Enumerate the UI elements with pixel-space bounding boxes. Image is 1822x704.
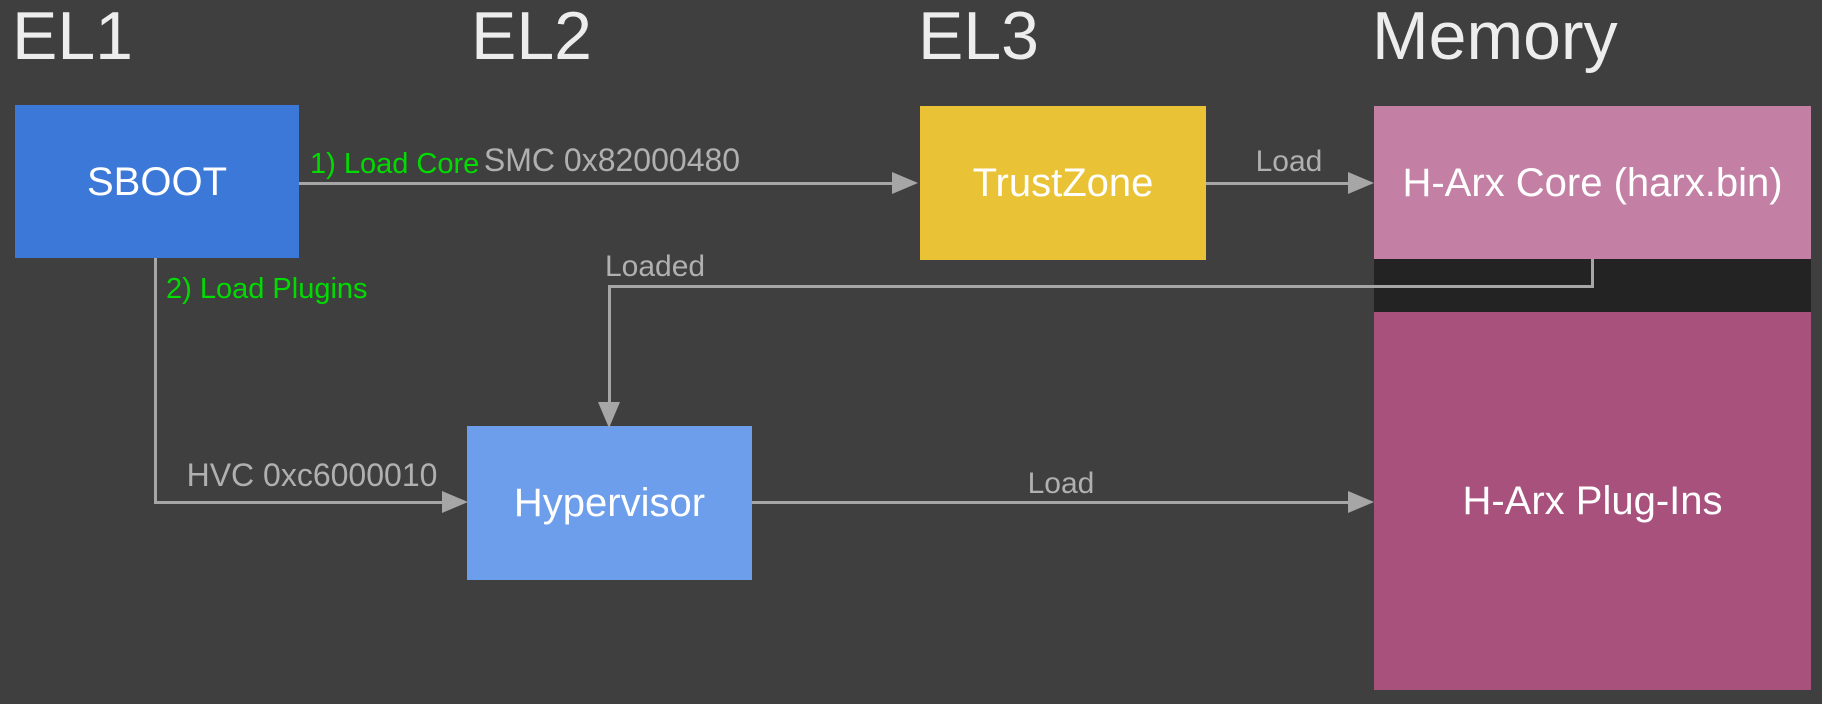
node-harx-plugins: H-Arx Plug-Ins bbox=[1374, 312, 1811, 690]
node-trustzone: TrustZone bbox=[920, 106, 1206, 260]
edge-core-hypervisor-label: Loaded bbox=[605, 250, 706, 283]
edge-trustzone-core-arrowhead-icon bbox=[1348, 172, 1374, 194]
edge-trustzone-core-line bbox=[1206, 182, 1352, 185]
edge-core-hypervisor-arrowhead-icon bbox=[598, 402, 620, 428]
edge-sboot-hypervisor-call-label: HVC 0xc6000010 bbox=[186, 457, 438, 493]
edge-hypervisor-plugins-label: Load bbox=[1027, 467, 1095, 500]
edge-trustzone-core-label: Load bbox=[1255, 145, 1323, 178]
node-trustzone-label: TrustZone bbox=[972, 161, 1154, 205]
column-header-el2: EL2 bbox=[471, 0, 592, 74]
node-sboot-label: SBOOT bbox=[86, 159, 228, 204]
node-harx-core-label: H-Arx Core (harx.bin) bbox=[1402, 160, 1783, 205]
edge-sboot-hypervisor-segment-down bbox=[154, 258, 157, 504]
node-harx-core: H-Arx Core (harx.bin) bbox=[1374, 106, 1811, 259]
edge-sboot-trustzone-step-label: 1) Load Core bbox=[310, 148, 480, 180]
edge-core-hypervisor-segment-across bbox=[608, 285, 1594, 288]
edge-hypervisor-plugins-line bbox=[752, 501, 1350, 504]
edge-sboot-trustzone-line bbox=[299, 182, 894, 185]
edge-sboot-hypervisor-step-label: 2) Load Plugins bbox=[166, 273, 368, 305]
node-sboot: SBOOT bbox=[15, 105, 299, 258]
edge-sboot-hypervisor-arrowhead-icon bbox=[442, 491, 468, 513]
column-header-memory: Memory bbox=[1372, 0, 1618, 74]
column-header-el3: EL3 bbox=[918, 0, 1039, 74]
edge-core-hypervisor-segment-down bbox=[1591, 259, 1594, 288]
node-harx-plugins-label: H-Arx Plug-Ins bbox=[1462, 479, 1723, 523]
node-hypervisor: Hypervisor bbox=[467, 426, 752, 580]
node-hypervisor-label: Hypervisor bbox=[513, 481, 706, 525]
column-header-el1: EL1 bbox=[12, 0, 133, 74]
edge-core-hypervisor-segment-drop bbox=[608, 285, 611, 406]
edge-hypervisor-plugins-arrowhead-icon bbox=[1348, 491, 1374, 513]
edge-sboot-trustzone-arrowhead-icon bbox=[892, 172, 918, 194]
edge-sboot-hypervisor-segment-across bbox=[154, 501, 444, 504]
edge-sboot-trustzone-call-label: SMC 0x82000480 bbox=[483, 142, 741, 178]
